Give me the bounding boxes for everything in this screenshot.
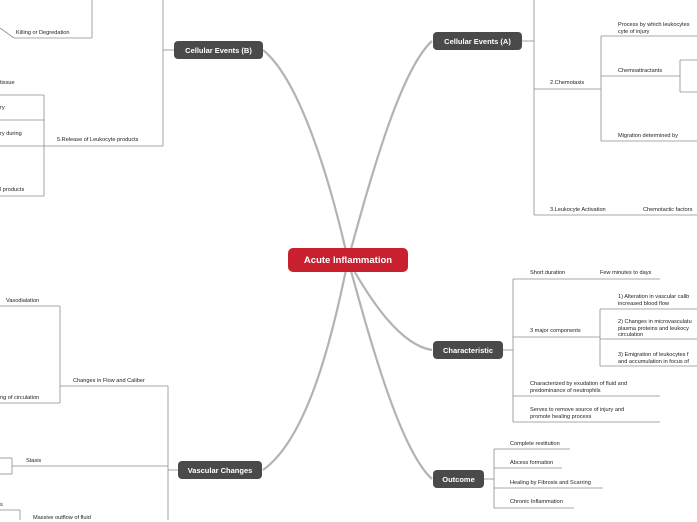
- text-line: plasma proteins and leukocy: [618, 325, 689, 332]
- text-line: Serves to remove source of injury and: [530, 407, 625, 413]
- topic-killing-degradation[interactable]: Killing or Degredation: [16, 30, 70, 36]
- topic-slowing-circulation[interactable]: ng of circulation: [0, 395, 40, 401]
- topic-migration-determined-by[interactable]: Migration determined by: [618, 133, 679, 139]
- topic-stasis[interactable]: Stasis: [26, 458, 42, 464]
- text-line: 2) Changes in microvasculatu: [618, 319, 692, 325]
- topic-healing-fibrosis[interactable]: Healing by Fibrosis and Scarring: [510, 480, 591, 486]
- text-line: Characterized by exudation of fluid and: [530, 381, 628, 387]
- connector-cellular-b: [262, 49, 350, 261]
- text-line: predominance of neutrophils: [530, 387, 601, 394]
- topic-remove-source[interactable]: Serves to remove source of injury and pr…: [530, 407, 624, 420]
- topic-tissue[interactable]: tissue: [0, 80, 15, 86]
- topic-few-minutes-to-days[interactable]: Few minutes to days: [600, 270, 652, 276]
- branch-cellular-events-a[interactable]: Cellular Events (A): [433, 32, 522, 50]
- topic-release-leukocyte-products[interactable]: 5.Release of Leukocyte products: [57, 137, 139, 143]
- text-line: promote healing process: [530, 413, 592, 420]
- text-line: and accumulation in focus of: [618, 358, 689, 365]
- topic-component-1[interactable]: 1) Alteration in vascular calib increase…: [618, 294, 689, 307]
- topic-complete-restitution[interactable]: Complete restitution: [510, 441, 560, 447]
- connector-cellular-a: [346, 40, 433, 261]
- main-connectors: [262, 40, 433, 480]
- topic-ry[interactable]: ry: [0, 105, 5, 111]
- topic-short-duration[interactable]: Short duration: [530, 270, 566, 276]
- text-line: 1) Alteration in vascular calib: [618, 294, 690, 300]
- topic-massive-outflow[interactable]: Massive outflow of fluid: [33, 515, 91, 521]
- topic-s[interactable]: s: [0, 502, 3, 508]
- connector-vascular: [262, 259, 350, 471]
- topic-process-leukocytes[interactable]: Process by which leukocytes cyte of inju…: [618, 22, 690, 35]
- topic-chemotaxis[interactable]: 2.Chemotaxis: [550, 80, 585, 86]
- topic-chemoattractants[interactable]: Chemoattractants: [618, 68, 663, 74]
- topic-chemotactic-factors[interactable]: Chemotactic factors: [643, 207, 693, 213]
- topic-leukocyte-activation[interactable]: 3.Leukocyte Activation: [550, 207, 606, 213]
- topic-three-major-components[interactable]: 3 major components: [530, 328, 581, 334]
- topic-changes-flow-caliber[interactable]: Changes in Flow and Caliber: [73, 378, 145, 384]
- topic-products[interactable]: l products: [0, 187, 25, 193]
- topic-abcess-formation[interactable]: Abcess formation: [510, 460, 554, 466]
- topic-chronic-inflammation[interactable]: Chronic Inflammation: [510, 499, 563, 505]
- branch-vascular-changes[interactable]: Vascular Changes: [178, 461, 262, 479]
- connector-characteristic: [347, 259, 433, 352]
- central-topic[interactable]: Acute Inflammation: [288, 248, 408, 272]
- text-line: circulation: [618, 332, 644, 338]
- branch-characteristic[interactable]: Characteristic: [433, 341, 503, 359]
- topic-vasodialation[interactable]: Vasodialation: [6, 298, 40, 304]
- text-line: cyte of injury: [618, 28, 650, 35]
- topic-component-2[interactable]: 2) Changes in microvasculatu plasma prot…: [618, 319, 692, 339]
- topic-component-3[interactable]: 3) Emigration of leukocytes f and accumu…: [618, 352, 689, 365]
- connector-outcome: [346, 259, 433, 480]
- text-line: increased blood flow: [618, 300, 669, 307]
- text-line: 3) Emigration of leukocytes f: [618, 352, 689, 358]
- topic-exudation[interactable]: Characterized by exudation of fluid and …: [530, 381, 627, 394]
- branch-cellular-events-b[interactable]: Cellular Events (B): [174, 41, 263, 59]
- branch-outcome[interactable]: Outcome: [433, 470, 484, 488]
- text-line: Process by which leukocytes: [618, 22, 690, 28]
- topic-ry-during[interactable]: ry during: [0, 131, 22, 137]
